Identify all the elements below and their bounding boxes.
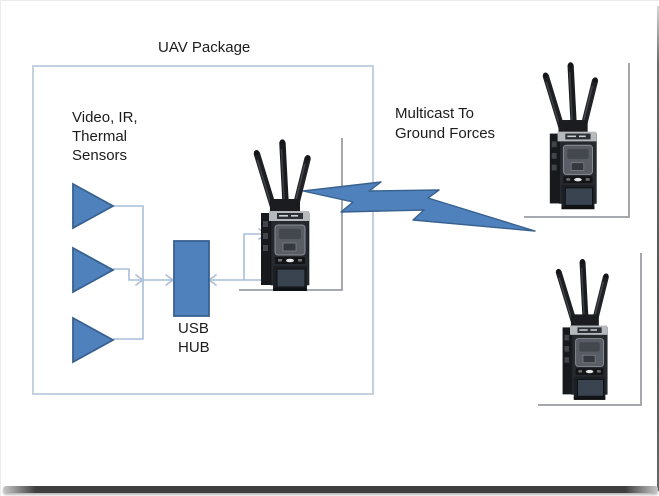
connector-hub-to-radio <box>243 233 266 280</box>
usb-hub-label: USB HUB <box>178 319 210 357</box>
multicast-label-line1: Multicast To <box>395 105 474 122</box>
screenshot-right-shadow <box>657 6 659 491</box>
lightning-bolt-arrow <box>302 181 536 232</box>
radio-frame-bracket-ground-bottom <box>538 253 642 406</box>
sensor-triangle-3 <box>72 316 115 364</box>
ground-radio-bottom-image <box>554 258 611 401</box>
sensor-triangle-2 <box>72 246 115 294</box>
usb-hub-shape <box>173 240 210 317</box>
uav-package-box <box>32 65 374 395</box>
screenshot-bottom-shadow <box>3 486 658 493</box>
multicast-label: Multicast To Ground Forces <box>395 104 495 144</box>
arrowhead-into-hub-mid <box>135 274 145 286</box>
sensors-label-line2: Thermal <box>72 128 128 145</box>
sensors-label-line3: Sensors <box>72 147 128 164</box>
sensor-triangle-1 <box>72 182 115 230</box>
ground-radio-top-image <box>541 61 600 210</box>
arrowhead-into-hub-left <box>165 274 175 286</box>
connector-sensors-collector <box>113 205 144 340</box>
usb-hub-label-line1: USB <box>178 320 209 337</box>
sensors-label: Video, IR, Thermal Sensors <box>72 108 138 165</box>
connector-sensors-to-hub <box>113 268 173 281</box>
uav-radio-image <box>252 138 313 292</box>
multicast-label-line2: Ground Forces <box>395 125 496 142</box>
sensors-label-line1: Video, IR, <box>72 109 138 126</box>
usb-hub-label-line2: HUB <box>178 339 210 356</box>
radio-frame-bracket-ground-top <box>524 63 630 218</box>
uav-package-title: UAV Package <box>158 39 251 56</box>
